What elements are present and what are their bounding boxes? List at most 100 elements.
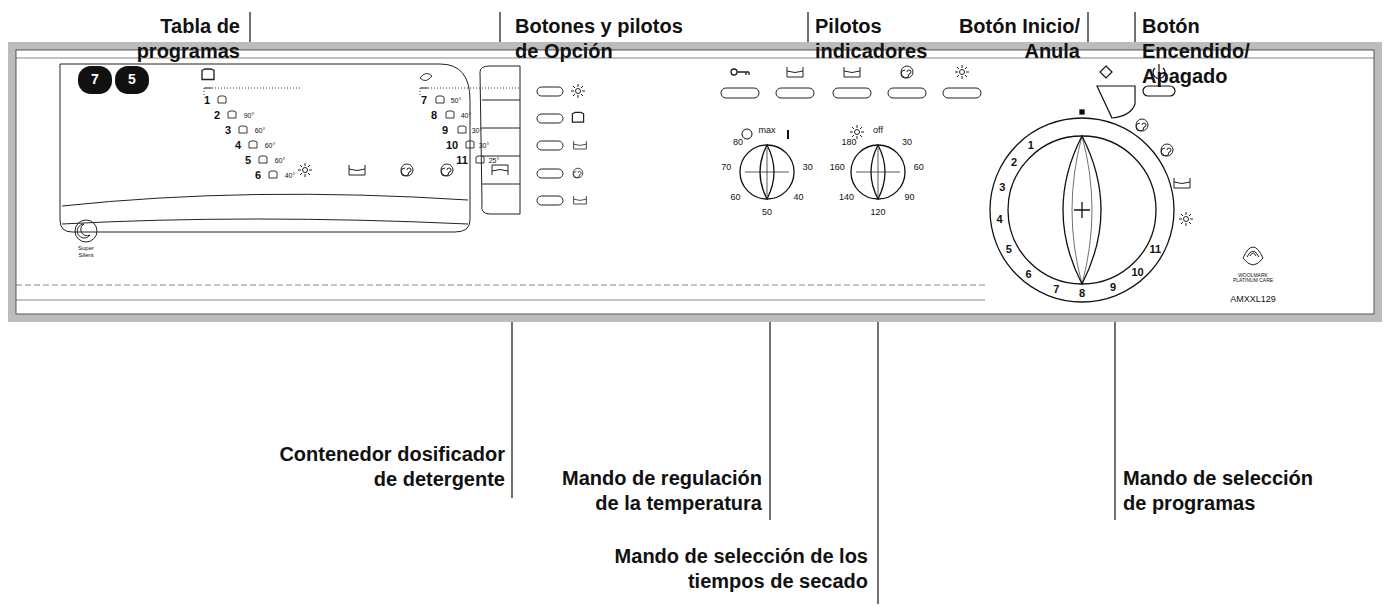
program-number: 8 [431,109,437,121]
option-buttons [537,114,563,123]
indicator-lights [844,67,860,77]
dial-scale-value: max [758,126,775,136]
program-dial-number: 5 [1006,243,1012,255]
program-table-symbol [401,164,413,176]
power-button [1143,86,1175,96]
program-number: 7 [421,94,427,106]
detergent-drawer [62,219,468,224]
program-table-symbol [441,164,453,176]
feature-label: Super Silent [72,245,100,258]
indicator-lights [955,65,969,79]
program-table-symbol [349,165,365,175]
detergent-drawer [60,64,470,232]
dial-scale-value: 60 [914,163,924,173]
program-dial-number: 2 [1011,156,1017,168]
dial-scale-value: off [873,126,883,136]
option-buttons [480,66,586,214]
temperature-knob [740,129,794,199]
program-table-symbol [420,88,428,89]
program-table-symbol [259,156,267,163]
program-number: 1 [204,94,210,106]
woolmark-logo [1243,247,1263,265]
detergent-drawer [62,194,468,206]
program-number: 5 [245,154,251,166]
program-dial-number: 8 [1079,287,1085,299]
option-buttons [482,100,520,184]
program-number: 2 [214,109,220,121]
program-temperature: 50° [451,97,462,105]
capacity-icon [115,66,149,94]
program-selector-dial [1008,136,1156,284]
woolmark-logo [1243,247,1263,265]
capacity-number: 7 [91,72,99,87]
program-number: 10 [446,139,458,151]
program-number: 4 [235,139,241,151]
program-temperature: 25° [489,157,500,165]
leader-line [1114,303,1115,520]
program-selector-dial [990,110,1193,302]
program-table-symbol [458,126,466,133]
callout-label: Botón Inicio/ Anula [945,14,1080,64]
program-selector-dial [1174,178,1190,188]
program-number: 3 [225,124,231,136]
indicator-lights [731,69,749,75]
dial-scale-value: 40 [793,193,803,203]
program-table-symbol [420,73,432,80]
indicator-lights [776,88,814,98]
certification-mark: WOOLMARK PLATINUM CARE [1231,273,1275,284]
option-buttons [571,84,585,98]
super-silent-icon [75,220,97,242]
program-dial-number: 7 [1053,283,1059,295]
program-dial-number: 10 [1131,266,1143,278]
option-buttons [480,66,520,214]
callout-label: Mando de regulación de la temperatura [542,466,762,516]
option-buttons [537,169,563,178]
program-table-symbol [269,171,277,178]
dial-scale-value: 160 [830,163,845,173]
program-table-symbol [492,165,508,175]
program-number: 9 [442,124,448,136]
option-buttons [574,196,587,204]
indicator-lights [943,88,981,98]
program-table-symbol [218,96,226,103]
program-table-symbol [420,88,520,95]
dial-scale-value: 70 [721,163,731,173]
dial-scale-value: 80 [733,138,743,148]
dial-scale-value: 90 [904,193,914,203]
program-dial-number: 3 [999,181,1005,193]
program-table-symbol [202,69,214,80]
program-selector-dial [1161,144,1173,156]
dial-scale-value: 180 [841,138,856,148]
program-number: 11 [456,154,468,166]
panel-housing [16,285,985,286]
temperature-knob [740,145,794,199]
program-table-symbol [436,96,444,103]
callout-label: Botones y pilotos de Opción [515,14,700,64]
program-temperature: 40° [461,112,472,120]
program-selector-dial [1074,202,1090,218]
program-temperature: 30° [479,142,490,150]
dial-scale-value: 120 [870,208,885,218]
program-dial-number: 4 [996,213,1002,225]
capacity-icon [78,66,149,94]
program-table-symbol [466,141,474,148]
program-selector-dial [1072,136,1092,284]
program-temperature: 90° [244,112,255,120]
start-cancel-button [1097,66,1135,118]
callout-label: Mando de selección de programas [1123,466,1333,516]
drying-time-knob [851,145,905,199]
temperature-knob [745,148,789,196]
indicator-lights [901,66,913,78]
super-silent-icon [75,220,97,242]
program-temperature: 30° [472,127,483,135]
capacity-number: 5 [128,72,136,87]
program-table-symbol [228,111,236,118]
program-table-symbol [298,163,312,177]
option-buttons [574,141,587,149]
drying-time-knob [850,125,864,139]
program-table-symbol [239,126,247,133]
program-temperature: 40° [285,172,296,180]
option-buttons [537,87,563,96]
option-buttons [572,112,583,122]
